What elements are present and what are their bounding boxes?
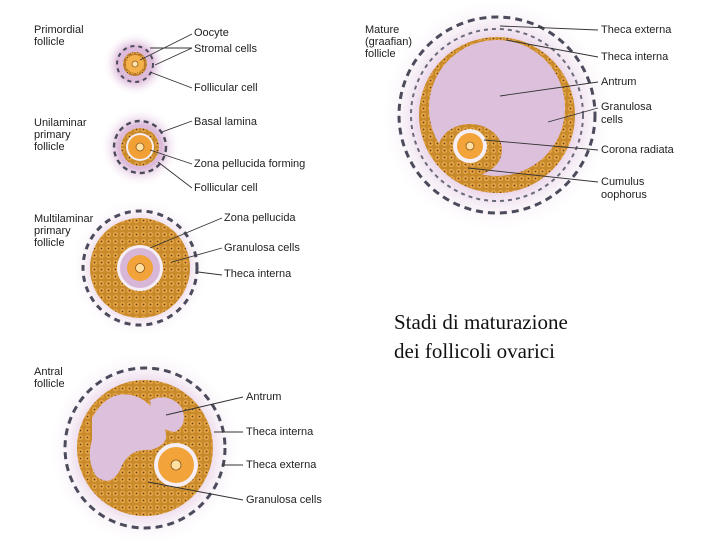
mature-follicle: [379, 0, 615, 233]
label-theca-interna-2: Theca interna: [246, 426, 314, 438]
label-theca-externa-2: Theca externa: [601, 24, 672, 36]
stage-multilaminar: Multilaminar primary follicle: [34, 213, 94, 249]
label-follicular-cell-2: Follicular cell: [194, 182, 258, 194]
label-zona-pellucida-forming: Zona pellucida forming: [194, 158, 306, 170]
label-follicular-cell-1: Follicular cell: [194, 82, 258, 94]
label-zona-pellucida: Zona pellucida: [224, 212, 296, 224]
label-corona-radiata: Corona radiata: [601, 144, 674, 156]
stage-primordial: Primordial follicle: [34, 24, 84, 48]
stage-antral: Antral follicle: [34, 366, 65, 390]
leader-lines: [139, 25, 599, 501]
label-granulosa-cells-3: Granulosa cells: [601, 101, 652, 126]
antral-follicle: [47, 350, 243, 540]
label-granulosa-cells-1: Granulosa cells: [224, 242, 300, 254]
stage-unilaminar: Unilaminar primary follicle: [34, 117, 87, 153]
unilaminar-follicle: [100, 107, 180, 187]
caption-line-2: dei follicoli ovarici: [394, 339, 555, 363]
label-theca-externa-1: Theca externa: [246, 459, 317, 471]
label-basal-lamina: Basal lamina: [194, 116, 257, 128]
label-cumulus-oophorus: Cumulus oophorus: [601, 176, 647, 201]
label-granulosa-cells-2: Granulosa cells: [246, 494, 322, 506]
caption: Stadi di maturazione dei follicoli ovari…: [394, 308, 568, 366]
caption-line-1: Stadi di maturazione: [394, 310, 568, 334]
label-antrum-2: Antrum: [601, 76, 637, 88]
label-oocyte: Oocyte: [194, 27, 229, 39]
multilaminar-follicle: [70, 198, 210, 338]
label-antrum-1: Antrum: [246, 391, 282, 403]
label-theca-interna-3: Theca interna: [601, 51, 669, 63]
stage-mature: Mature (graafian) follicle: [365, 24, 413, 60]
label-theca-interna-1: Theca interna: [224, 268, 292, 280]
label-stromal-cells: Stromal cells: [194, 43, 257, 55]
